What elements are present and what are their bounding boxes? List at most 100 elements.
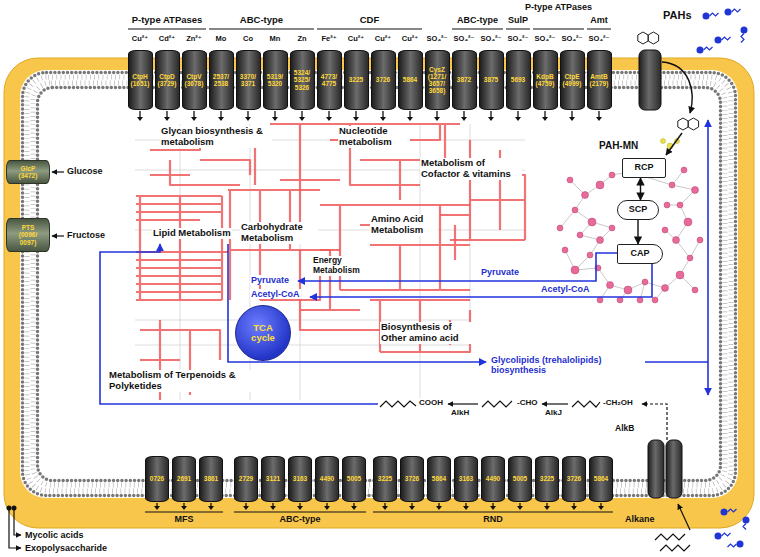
- transporter-cylinder: 3225: [535, 456, 559, 502]
- transporter-cylinder: 3225: [344, 50, 369, 110]
- node-text: 5864: [591, 475, 612, 482]
- glycolipid: [737, 541, 744, 548]
- node-text: 3726: [564, 475, 585, 482]
- label-text: SO₄²⁻: [453, 35, 476, 44]
- label-text: PAH-MN: [598, 140, 639, 152]
- label-text: P-type ATPases: [524, 2, 593, 12]
- tca-circle: TCA cycle: [235, 305, 291, 361]
- transporter-cylinder: 3726: [562, 456, 586, 502]
- process-box: SCP: [617, 200, 659, 220]
- network-node: [637, 297, 643, 303]
- network-node: [617, 297, 623, 303]
- alkyl-chain: [660, 545, 690, 551]
- network-node: [567, 177, 573, 183]
- node-text: 4490: [317, 475, 338, 482]
- uptake-arrow: [678, 504, 690, 530]
- label-text: SO₄²⁻: [507, 35, 530, 44]
- label-text: ABC-type: [239, 15, 284, 26]
- flux-lines: [100, 120, 708, 404]
- label-text: SO₄²⁻: [480, 35, 503, 44]
- transporter-cylinder: 2729: [234, 456, 258, 502]
- label-text: Carbohydrate Metabolism: [240, 222, 318, 244]
- transporter-cylinder: 5864: [398, 50, 423, 110]
- label-text: Glycan biosynthesis & metabolism: [160, 126, 272, 148]
- label-text: ABC-type: [456, 15, 499, 25]
- transport-arrows: [140, 111, 601, 506]
- node-text: CysZ (1271/ 3657/ 3658): [426, 66, 448, 95]
- label-text: -CH₂OH: [602, 398, 634, 407]
- membrane-heads: [38, 88, 721, 481]
- label-text: Acetyl-CoA: [250, 289, 301, 299]
- metabolic-map: [136, 124, 525, 400]
- label-text: Fe²⁺: [320, 35, 337, 44]
- node-text: 2537/ 2538: [210, 73, 232, 87]
- dot: [7, 506, 12, 511]
- glycolipid: [741, 27, 748, 34]
- transporter-cylinder: 3121: [261, 456, 285, 502]
- transporter-cylinder: KdpB (4759): [533, 50, 558, 110]
- alkb-protein: [648, 440, 664, 498]
- network-node: [697, 237, 703, 243]
- label-text: AlkJ: [544, 408, 563, 417]
- transporter-cylinder: 2537/ 2538: [209, 50, 234, 110]
- label-text: Amt: [589, 15, 609, 25]
- label-text: COOH: [418, 398, 444, 407]
- label-text: Pyruvate: [250, 275, 290, 285]
- label-text: SO₄²⁻: [561, 35, 584, 44]
- label-text: Cd²⁺: [158, 35, 176, 44]
- network-node: [692, 287, 698, 293]
- network-node: [588, 218, 596, 226]
- transporter-cylinder: PTS (0096/ 0097): [6, 218, 50, 252]
- node-text: 2729: [236, 475, 257, 482]
- node-text: 0726: [147, 475, 168, 482]
- label-text: AlkH: [450, 408, 470, 417]
- membrane-tails: [33, 83, 725, 485]
- network-node: [661, 139, 666, 144]
- label-text: Lipid Metabolism: [152, 228, 232, 239]
- network-node: [607, 282, 614, 289]
- label-text: Cu²⁺: [347, 35, 365, 44]
- map-background: [135, 124, 525, 400]
- alkyl-chain: [380, 401, 416, 407]
- label-text: Fructose: [66, 230, 106, 240]
- transporter-cylinder: 5693: [506, 50, 531, 110]
- label-text: Acetyl-CoA: [540, 284, 591, 294]
- network-node: [596, 181, 604, 189]
- network-node: [572, 207, 578, 213]
- benzene-ring: [688, 118, 698, 130]
- process-box: CAP: [617, 244, 663, 264]
- export-arrow: [14, 508, 21, 535]
- carbohydrate-pathways: [228, 190, 330, 300]
- benzene-ring: [648, 32, 658, 44]
- label-text: Metabolism of Terpenoids & Polyketides: [108, 370, 260, 392]
- group-brackets: [128, 29, 613, 512]
- transporter-cylinder: AmtB (2179): [587, 50, 612, 110]
- node-text: 3163: [290, 475, 311, 482]
- network-node: [684, 218, 692, 226]
- node-text: CtpH (1651): [129, 73, 151, 87]
- node-text: 5864: [399, 76, 421, 83]
- label-text: Zn²⁺: [185, 35, 203, 44]
- label-text: PAHs: [662, 9, 693, 22]
- node-text: 5864: [429, 475, 450, 482]
- transporter-cylinder: 3225: [373, 456, 397, 502]
- network-node: [669, 182, 675, 188]
- alkyl-chain: [655, 534, 685, 540]
- glycolipid-tails: [704, 9, 747, 547]
- cofactor-pathways: [440, 140, 525, 240]
- label-text: SO₄²⁻: [426, 35, 449, 44]
- export-arrow: [9, 508, 21, 548]
- node-text: 4490: [483, 475, 504, 482]
- glycolipid: [703, 13, 710, 20]
- label-text: SulP: [507, 15, 529, 25]
- network-node: [662, 227, 668, 233]
- transporter-cylinder: 3370/ 3371: [236, 50, 261, 110]
- node-text: 4773/ 4775: [318, 73, 340, 87]
- label-text: Cu²⁺: [374, 35, 392, 44]
- benzene-ring: [638, 32, 648, 44]
- node-text: 3726: [402, 475, 423, 482]
- pah-transporter: [639, 50, 661, 110]
- transporter-cylinder: 2691: [172, 456, 196, 502]
- process-box: RCP: [622, 158, 666, 178]
- transporter-cylinder: 3875: [479, 50, 504, 110]
